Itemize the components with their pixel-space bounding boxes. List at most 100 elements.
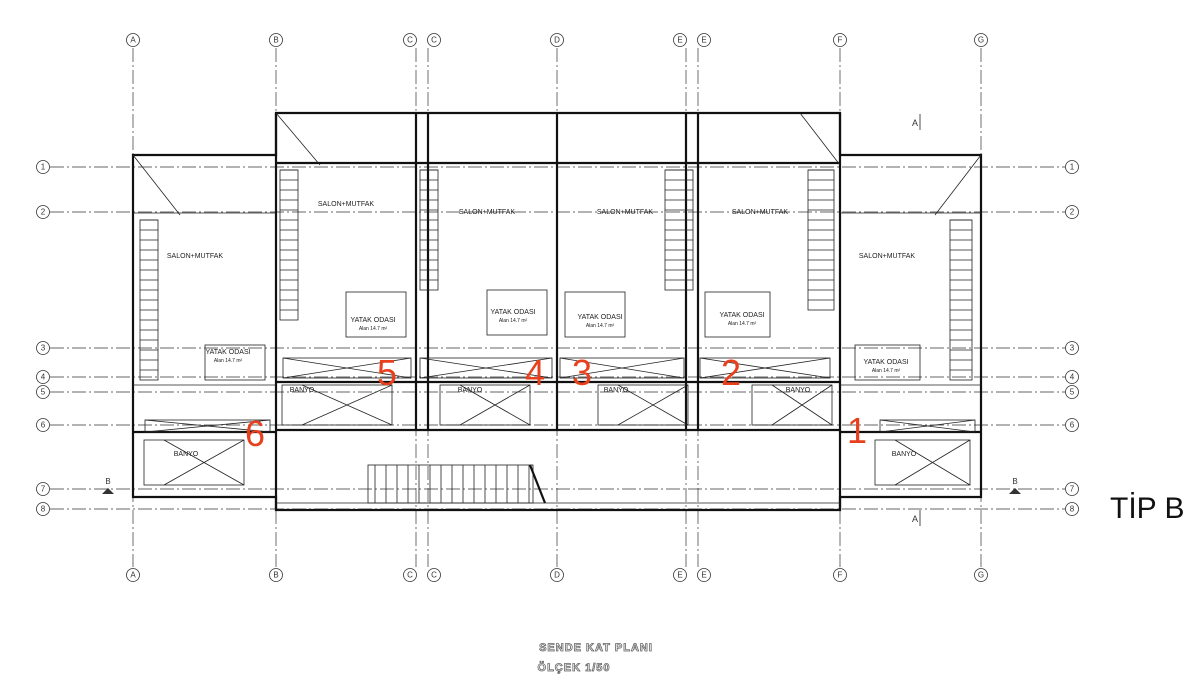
grid-label: 3 — [41, 344, 46, 353]
grid-bubble — [1065, 482, 1079, 496]
staircase — [419, 169, 439, 291]
grid-label: 5 — [41, 388, 46, 397]
room-area-label: Alan 14.7 m² — [359, 326, 388, 332]
grid-bubble — [403, 568, 417, 582]
grid-bubble-column: F — [833, 568, 847, 582]
grid-bubble-column: C — [427, 33, 441, 47]
room-area-label: Alan 14.7 m² — [586, 323, 615, 329]
grid-label: E — [701, 36, 706, 45]
grid-bubble-column: B — [269, 568, 283, 582]
grid-label: E — [677, 36, 682, 45]
unit-number: 6 — [245, 413, 265, 454]
grid-bubble — [36, 370, 50, 384]
grid-bubble — [403, 33, 417, 47]
room-label-banyo: BANYO — [174, 451, 199, 458]
grid-label: A — [130, 571, 136, 580]
staircase — [949, 219, 973, 381]
bed-outline — [345, 291, 407, 338]
staircase — [807, 169, 835, 311]
room-label-salon-mutfak: SALON+MUTFAK — [732, 209, 789, 216]
grid-label: 8 — [41, 505, 46, 514]
room-label-salon-mutfak: SALON+MUTFAK — [859, 253, 916, 260]
grid-label: 8 — [1070, 505, 1075, 514]
wardrobe — [699, 357, 831, 379]
bed-outline — [704, 291, 771, 338]
room-area-label: Alan 14.7 m² — [728, 321, 757, 327]
grid-bubble-column: G — [974, 33, 988, 47]
grid-label: B — [273, 36, 278, 45]
grid-bubble — [1065, 205, 1079, 219]
grid-label: 7 — [41, 485, 46, 494]
grid-bubble — [36, 385, 50, 399]
room-label-yatak-odasi: YATAK ODASI — [719, 312, 764, 319]
grid-bubble-column: C — [403, 33, 417, 47]
wardrobe-cross — [699, 357, 831, 379]
grid-bubble — [36, 205, 50, 219]
room-label-banyo: BANYO — [290, 387, 315, 394]
grid-bubble — [269, 568, 283, 582]
grid-bubble-column: A — [126, 568, 140, 582]
grid-label: D — [554, 571, 560, 580]
staircase — [139, 219, 159, 381]
plan-scale: ÖLÇEK 1/50 — [538, 661, 611, 674]
plan-type-label: TİP B — [1110, 492, 1184, 525]
grid-bubble-column: C — [427, 568, 441, 582]
room-area-label: Alan 14.7 m² — [499, 318, 528, 324]
grid-label: G — [978, 36, 984, 45]
bathroom-fixtures — [281, 384, 393, 426]
bathroom-fixtures — [751, 384, 833, 426]
room-label-banyo: BANYO — [458, 387, 483, 394]
grid-label: 2 — [41, 208, 46, 217]
grid-label: 1 — [1070, 163, 1075, 172]
section-mark-label: B — [105, 477, 110, 486]
grid-bubble-column: E — [673, 33, 687, 47]
bed-outline — [854, 344, 921, 381]
staircase — [279, 169, 299, 321]
grid-label: 6 — [41, 421, 46, 430]
grid-bubble — [1065, 502, 1079, 516]
grid-label: G — [978, 571, 984, 580]
roof-slope-line — [275, 112, 321, 166]
grid-bubble — [1065, 418, 1079, 432]
unit-number: 4 — [525, 352, 545, 393]
grid-label: C — [431, 571, 437, 580]
grid-label: 2 — [1070, 208, 1075, 217]
grid-bubble — [269, 33, 283, 47]
room-label-yatak-odasi: YATAK ODASI — [577, 314, 622, 321]
grid-bubble-column: D — [550, 33, 564, 47]
plan-title: SENDE KAT PLANI — [539, 642, 653, 654]
grid-bubble — [550, 33, 564, 47]
room-area-label: Alan 14.7 m² — [872, 368, 901, 374]
grid-bubble-column: B — [269, 33, 283, 47]
grid-bubble-column: D — [550, 568, 564, 582]
grid-label: F — [838, 36, 843, 45]
grid-label: E — [701, 571, 706, 580]
room-label-banyo: BANYO — [604, 387, 629, 394]
grid-bubble — [697, 33, 711, 47]
grid-label: C — [407, 36, 413, 45]
unit-number: 1 — [847, 410, 867, 451]
unit-number: 3 — [572, 352, 592, 393]
grid-bubble — [833, 33, 847, 47]
room-label-salon-mutfak: SALON+MUTFAK — [597, 209, 654, 216]
unit-number: 5 — [377, 352, 397, 393]
grid-label: 4 — [1070, 373, 1075, 382]
section-mark-label: A — [912, 118, 918, 128]
grid-label: E — [677, 571, 682, 580]
grid-label: C — [431, 36, 437, 45]
grid-bubble — [427, 33, 441, 47]
room-label-yatak-odasi: YATAK ODASI — [863, 359, 908, 366]
room-label-salon-mutfak: SALON+MUTFAK — [459, 209, 516, 216]
grid-bubble — [36, 341, 50, 355]
bathroom-fixtures — [143, 439, 245, 486]
room-label-salon-mutfak: SALON+MUTFAK — [318, 201, 375, 208]
room-label-banyo: BANYO — [892, 451, 917, 458]
wardrobe-cross — [144, 419, 271, 433]
room-label-banyo: BANYO — [786, 387, 811, 394]
bathroom-fixtures — [597, 384, 689, 426]
grid-bubble — [126, 568, 140, 582]
grid-bubble — [126, 33, 140, 47]
grid-bubble — [1065, 370, 1079, 384]
grid-bubble — [697, 568, 711, 582]
wardrobe-cross — [879, 419, 976, 433]
